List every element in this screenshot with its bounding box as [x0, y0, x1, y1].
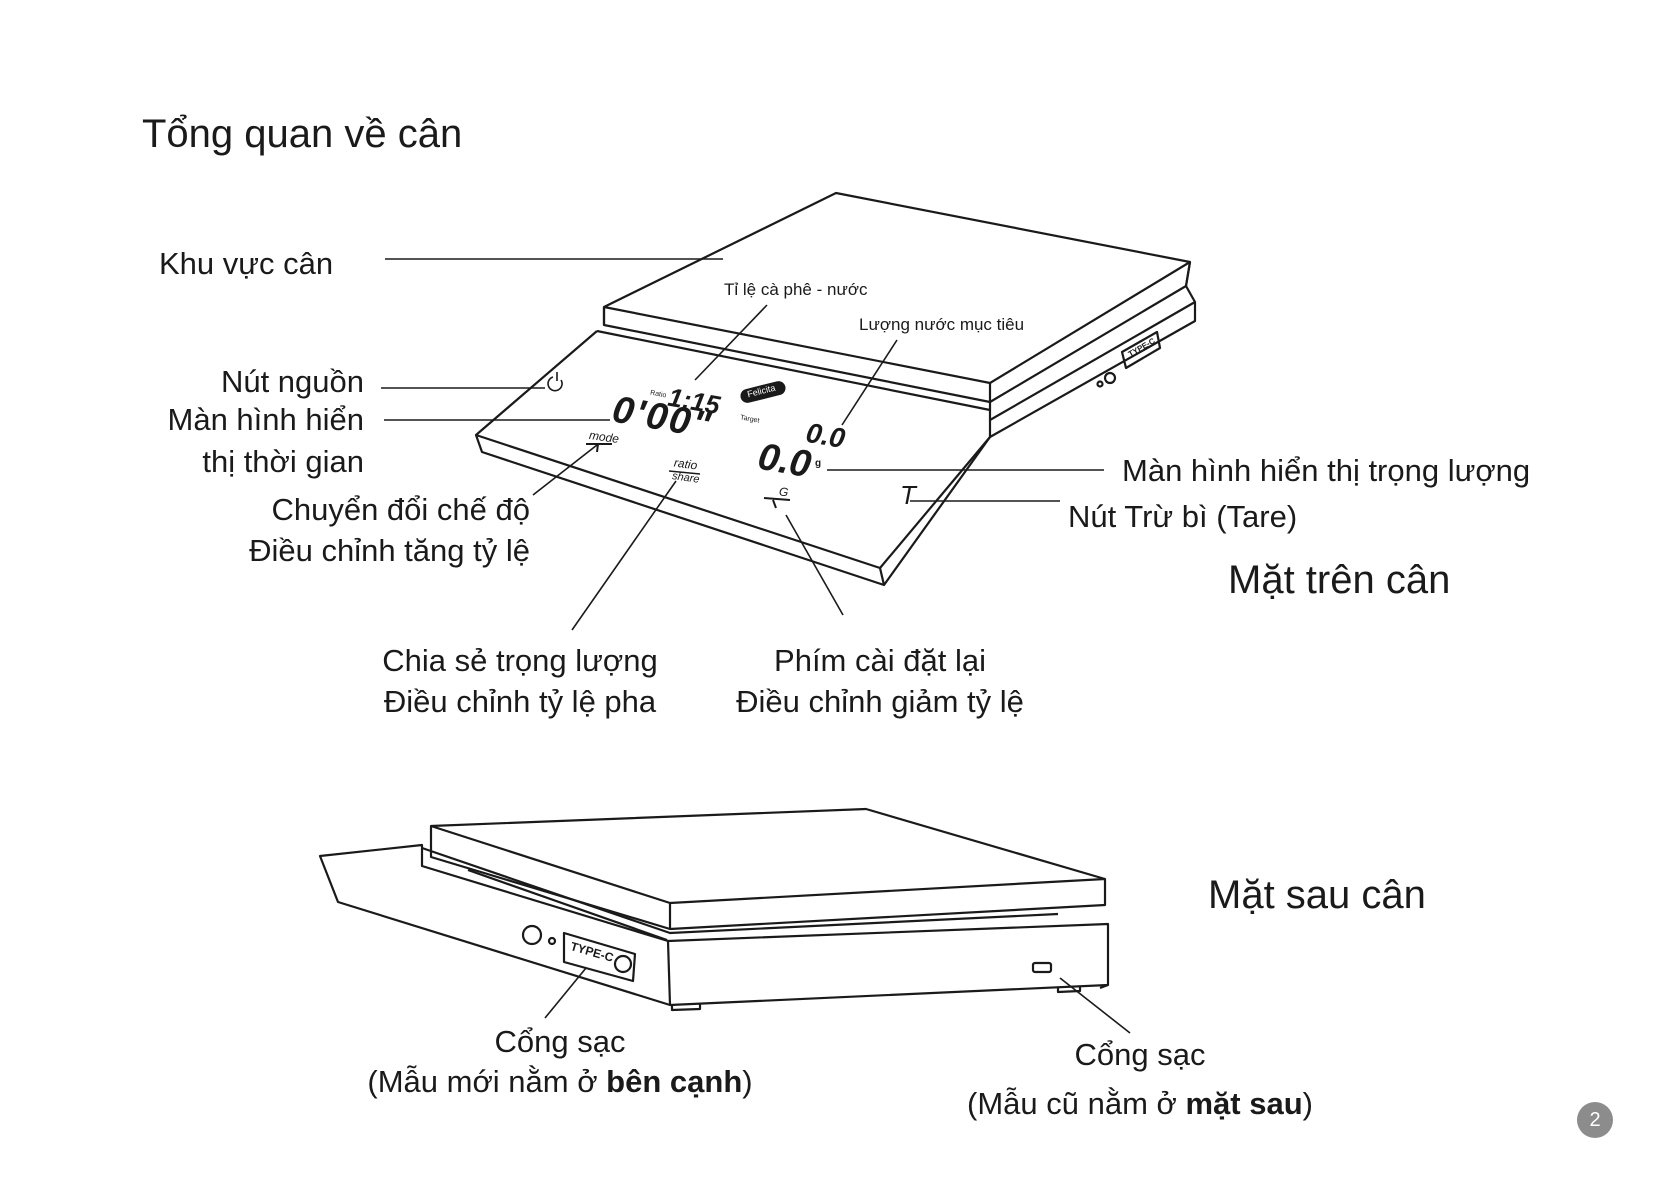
label-port-old-2: (Mẫu cũ nằm ở mặt sau): [930, 1083, 1350, 1124]
label-port-old-1: Cổng sạc: [1074, 1037, 1206, 1072]
back-platform: [429, 807, 1107, 931]
section-back-view: Mặt sau cân: [1208, 873, 1426, 917]
label-mode-2: Điều chỉnh tăng tỷ lệ: [249, 533, 530, 568]
label-weight-display: Màn hình hiển thị trọng lượng: [1122, 453, 1531, 488]
port-new-suffix: ): [742, 1064, 753, 1099]
scale-base: [474, 285, 1197, 587]
leader-share: [571, 480, 677, 631]
label-power: Nút nguồn: [220, 364, 364, 399]
port-old-bold: mặt sau: [1185, 1086, 1303, 1121]
label-share-1: Chia sẻ trọng lượng: [382, 643, 658, 678]
leader-mode: [532, 444, 598, 496]
leader-reset: [785, 514, 844, 616]
label-share-2: Điều chỉnh tỷ lệ pha: [383, 684, 657, 719]
label-mode-1: Chuyển đổi chế độ: [271, 492, 530, 527]
power-icon: [547, 372, 563, 392]
mode-key-arrow: [586, 443, 612, 453]
ratio-key-divider: [668, 470, 701, 475]
port-old-prefix: (Mẫu cũ nằm ở: [967, 1086, 1186, 1121]
label-timer-1: Màn hình hiển: [167, 402, 364, 437]
leader-ratio: [694, 304, 768, 381]
label-port-new-2: (Mẫu mới nằm ở bên cạnh): [350, 1061, 770, 1102]
brand-badge: [740, 381, 786, 403]
rear-usb-port: [1031, 961, 1053, 974]
label-tare: Nút Trừ bì (Tare): [1068, 499, 1298, 534]
leader-port-old: [1059, 977, 1131, 1034]
back-base: [318, 843, 1110, 1007]
section-top-view: Mặt trên cân: [1228, 558, 1451, 602]
label-target-water: Lượng nước mục tiêu: [859, 315, 1025, 334]
port-new-prefix: (Mẫu mới nằm ở: [367, 1064, 607, 1099]
back-type-c-badge: [562, 931, 637, 983]
leader-port-new: [544, 967, 587, 1019]
tare-key-label[interactable]: T: [900, 480, 916, 510]
port-old-suffix: ): [1302, 1086, 1313, 1121]
label-reset-2: Điều chỉnh giảm tỷ lệ: [736, 684, 1024, 719]
page-title: Tổng quan về cân: [142, 112, 463, 156]
label-port-new-1: Cổng sạc: [494, 1024, 626, 1059]
page-number-badge: 2: [1577, 1102, 1613, 1138]
reset-key-arrow: [763, 497, 791, 509]
label-ratio: Tỉ lệ cà phê - nước: [724, 280, 868, 299]
label-weighing-area: Khu vực cân: [159, 246, 334, 281]
leader-target: [841, 339, 898, 426]
port-new-bold: bên cạnh: [606, 1064, 743, 1099]
label-timer-2: thị thời gian: [202, 444, 364, 479]
label-reset-1: Phím cài đặt lại: [774, 643, 986, 678]
weight-unit: g: [815, 458, 822, 469]
